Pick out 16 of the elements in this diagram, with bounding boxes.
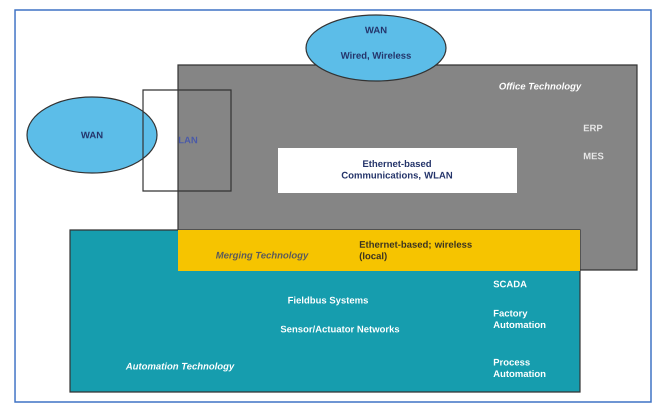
panel-title: Office Technology xyxy=(499,82,582,92)
system-label: Process Automation xyxy=(493,358,546,378)
ellipse-label: WAN xyxy=(364,26,386,34)
network-label: Sensor/Actuator Networks xyxy=(280,325,400,333)
band-text: Ethernet-based; wireless (local) xyxy=(360,240,472,262)
panel-title: Automation Technology xyxy=(126,362,235,372)
band-title: Merging Technology xyxy=(216,252,309,260)
ellipse-label: WAN xyxy=(80,132,102,138)
system-label: MES xyxy=(584,152,604,160)
system-label: SCADA xyxy=(493,280,527,288)
ellipse-label: Wired, Wireless xyxy=(340,52,411,60)
system-label: Factory Automation xyxy=(493,310,546,328)
network-label: Fieldbus Systems xyxy=(288,296,368,306)
box-text: Ethernet-based Communications, WLAN xyxy=(342,160,452,180)
box-label: LAN xyxy=(178,136,198,144)
system-label: ERP xyxy=(584,124,602,132)
